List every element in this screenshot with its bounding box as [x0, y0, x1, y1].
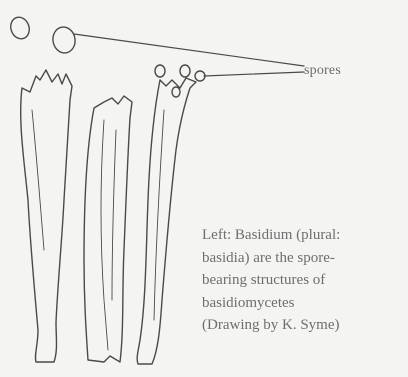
pointer-line-lower [204, 72, 304, 76]
caption-line: bearing structures of [202, 269, 406, 292]
spore-1 [8, 15, 32, 42]
pointer-line-upper [74, 34, 304, 66]
spore-6 [172, 87, 180, 97]
basidium-3 [137, 78, 196, 364]
caption-line: basidia) are the spore- [202, 247, 406, 270]
basidium-2-inner-b [112, 130, 116, 300]
basidium-2 [84, 96, 132, 362]
figure-caption: Left: Basidium (plural: basidia) are the… [202, 224, 406, 337]
basidium-1 [21, 70, 72, 362]
caption-line: (Drawing by K. Syme) [202, 314, 406, 337]
caption-line: Left: Basidium (plural: [202, 224, 406, 247]
spore-4 [180, 65, 190, 77]
spores-label: spores [304, 63, 341, 79]
basidium-2-inner [101, 120, 108, 350]
basidium-1-inner [32, 110, 44, 250]
spore-3 [155, 65, 165, 77]
caption-line: basidiomycetes [202, 292, 406, 315]
spore-2 [51, 25, 77, 54]
